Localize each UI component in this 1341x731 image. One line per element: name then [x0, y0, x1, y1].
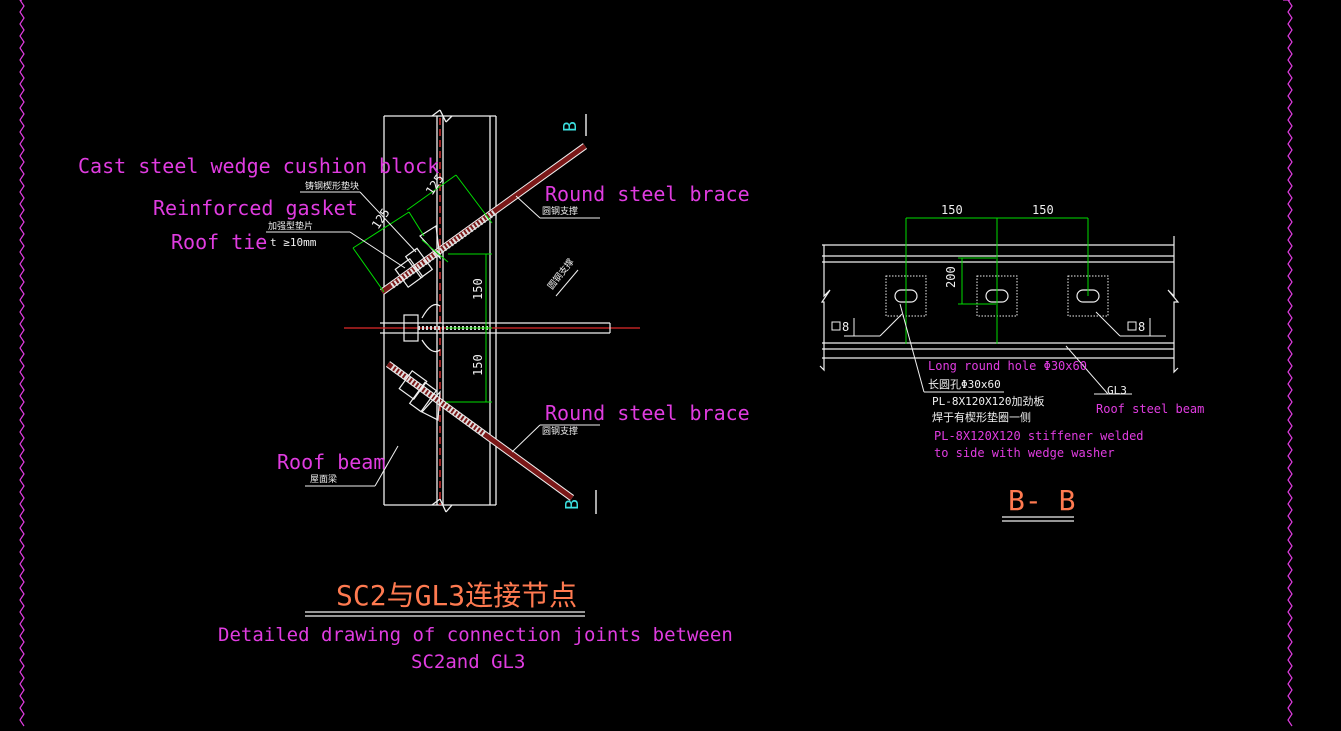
label-plate-en-2: to side with wedge washer	[934, 446, 1115, 460]
label-round-steel-brace-bottom: Round steel brace	[545, 401, 750, 425]
detail-title-cn: SC2与GL3连接节点	[336, 579, 577, 612]
label-plate-cn-1: PL-8X120X120加劲板	[932, 394, 1044, 408]
dim-b-b-200-vertical: 200	[944, 266, 958, 288]
dim-b-b-150-left: 150	[941, 203, 963, 217]
label-plate-en-1: PL-8X120X120 stiffener welded	[934, 429, 1144, 443]
detail-title-en-line1: Detailed drawing of connection joints be…	[218, 624, 733, 646]
dim-125-diagonal-b: 125	[369, 206, 393, 232]
weld-symbol-right	[1095, 311, 1166, 337]
dim-150-vertical-b: 150	[471, 354, 485, 376]
leader-lines-left	[266, 191, 600, 487]
dim-150-vertical-a: 150	[471, 278, 485, 300]
label-roof-beam-cn: 屋面梁	[310, 473, 337, 485]
drawing-frame	[19, 0, 1293, 727]
weld-symbol-left	[831, 313, 903, 337]
label-roof-beam: Roof beam	[277, 450, 385, 474]
label-roof-tie: Roof tie	[171, 230, 267, 254]
label-long-round-hole: Long round hole Φ30x60	[928, 359, 1087, 373]
weld-size-right: 8	[1138, 320, 1145, 334]
label-roof-steel-beam: Roof steel beam	[1096, 402, 1204, 416]
frame-border-left	[19, 0, 25, 727]
section-title-b-b: B- B	[1008, 484, 1075, 517]
dim-b-b-150-right: 150	[1032, 203, 1054, 217]
section-mark-b-top: B	[560, 121, 581, 132]
dimension-lines-right	[905, 217, 1089, 344]
label-round-steel-brace-bottom-cn: 圆钢支撑	[542, 425, 578, 437]
label-plate-cn-2: 焊于有楔形垫圈一侧	[932, 410, 1031, 424]
section-b-b-detail: 150 150 200 8 8 Long round hole Φ30x60 长…	[819, 203, 1204, 522]
weld-size-left: 8	[842, 320, 849, 334]
label-cast-steel-wedge-block-cn: 铸钢楔形垫块	[305, 180, 359, 192]
section-marker-bottom: B	[562, 490, 597, 514]
left-connection-detail: 125 125 150 150 Cast steel wedge cushion…	[78, 109, 750, 673]
label-reinforced-gasket-cn: 加强型垫片	[268, 220, 313, 232]
leader-lines-right	[899, 303, 1132, 395]
roof-steel-beam-section	[819, 236, 1180, 374]
round-steel-brace-bottom	[385, 361, 575, 501]
section-marker-top: B	[560, 114, 587, 136]
section-mark-b-bottom: B	[562, 499, 583, 510]
label-round-steel-brace-top-cn: 圆钢支撑	[542, 205, 578, 217]
detail-title-en-line2: SC2and GL3	[411, 651, 525, 673]
label-cast-steel-wedge-block: Cast steel wedge cushion block	[78, 154, 439, 178]
dimension-lines-left	[352, 174, 493, 403]
label-gl3: GL3	[1107, 384, 1127, 397]
label-gasket-thickness: t ≥10mm	[270, 236, 317, 249]
frame-border-right	[1287, 0, 1293, 727]
label-round-steel-brace-mid-cn: 圆钢支撑	[545, 256, 577, 292]
label-round-steel-brace-top: Round steel brace	[545, 182, 750, 206]
label-long-round-hole-cn: 长圆孔Φ30x60	[928, 378, 1001, 391]
label-reinforced-gasket: Reinforced gasket	[153, 196, 358, 220]
